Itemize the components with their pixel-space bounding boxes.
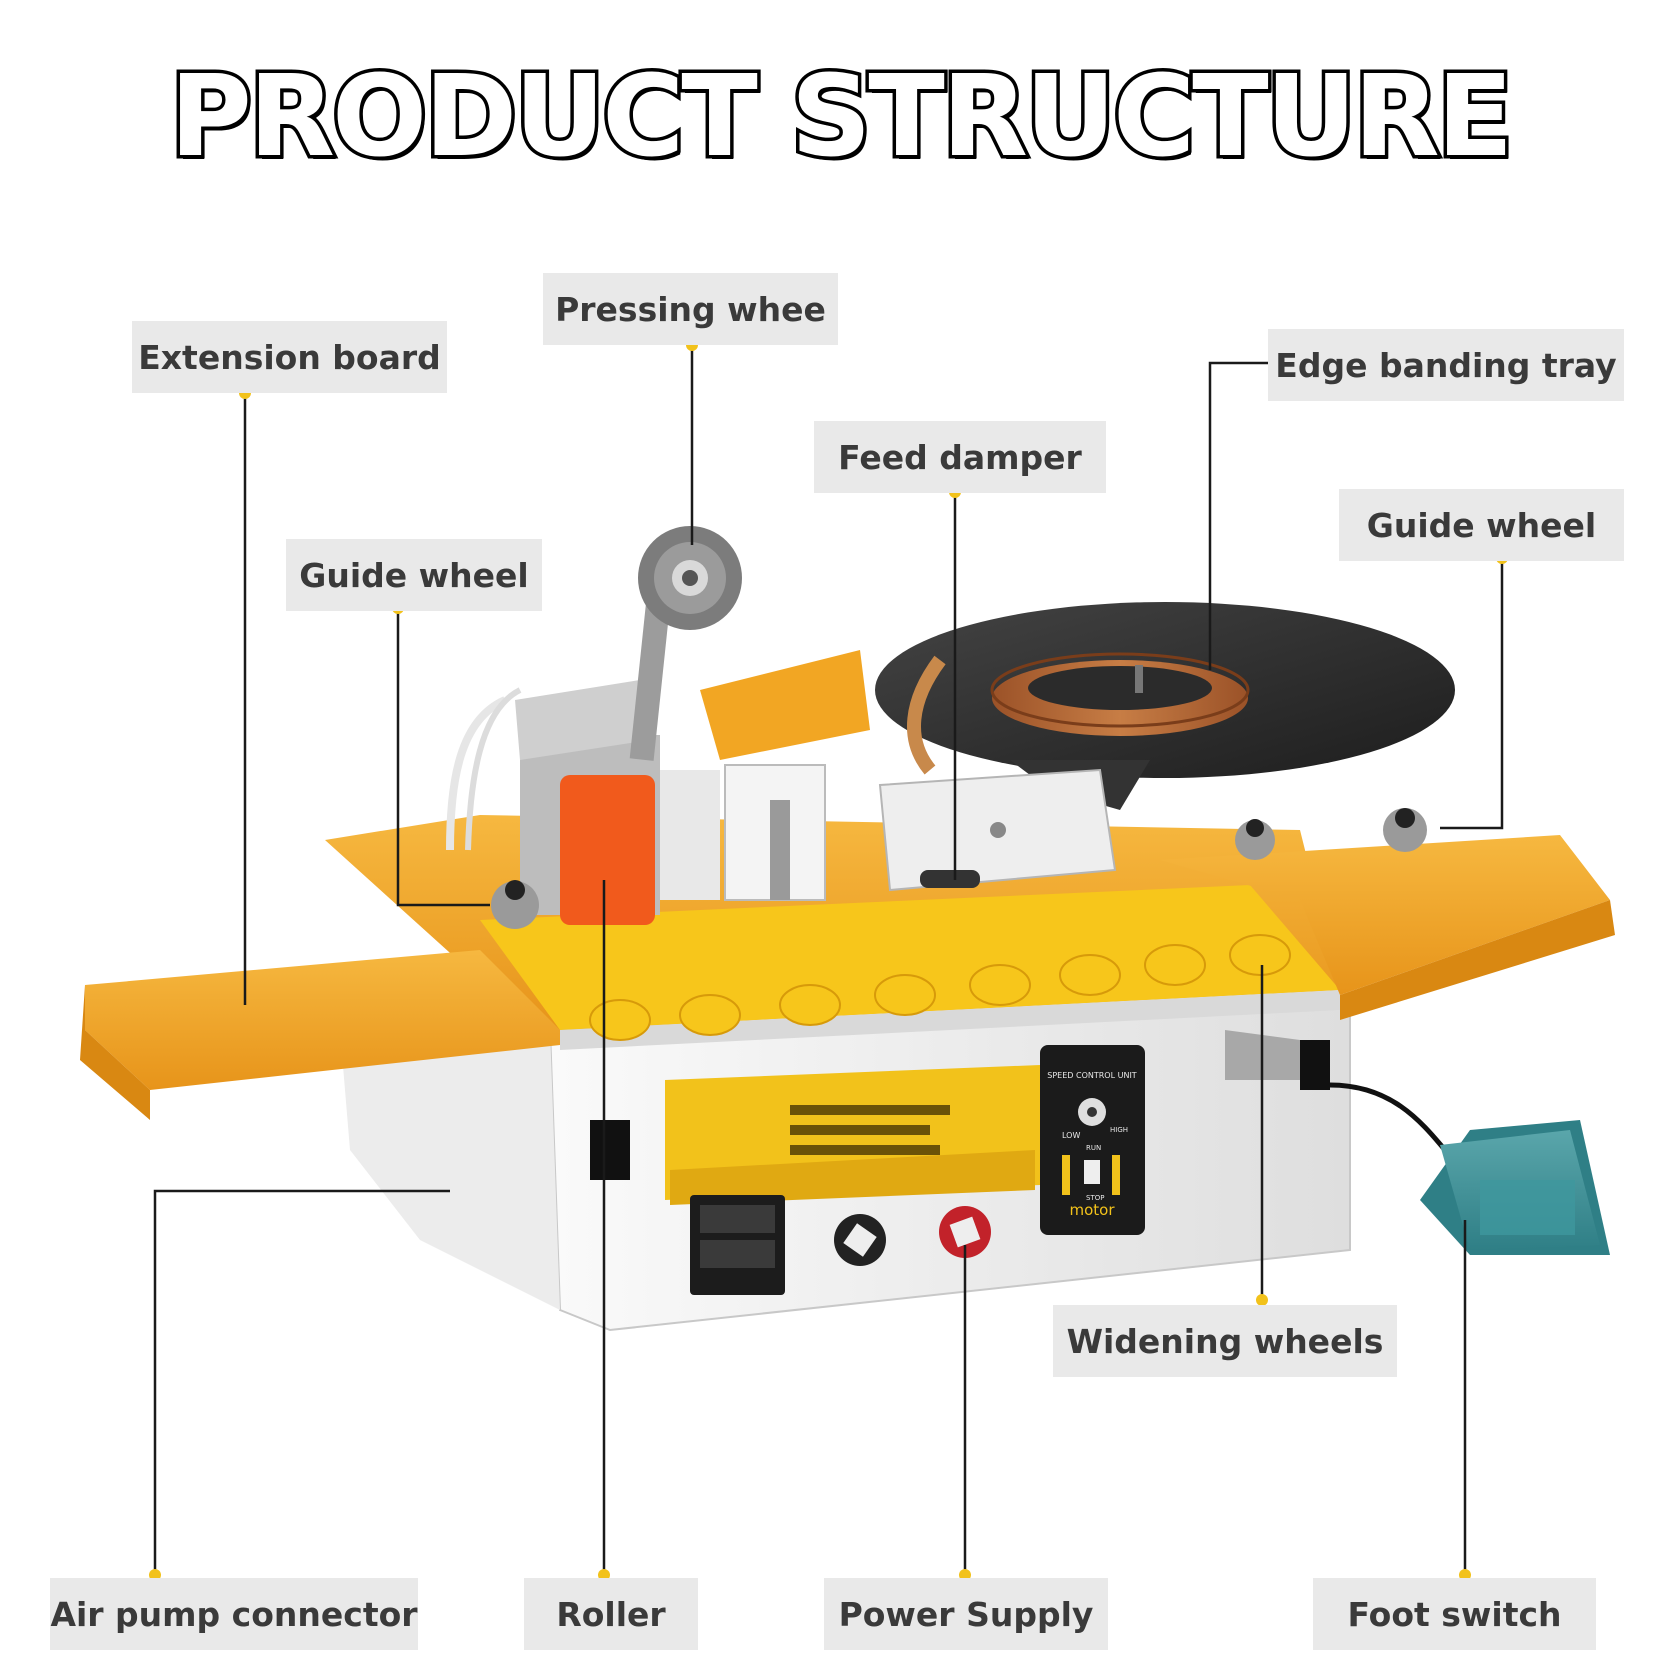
foot-switch xyxy=(1420,1120,1610,1255)
roller-assembly xyxy=(446,650,870,925)
speed-low-label: LOW xyxy=(1062,1131,1080,1140)
speed-unit-label: SPEED CONTROL UNIT xyxy=(1047,1071,1137,1080)
left-extension-board xyxy=(80,950,560,1120)
label-extension-board: Extension board xyxy=(132,321,447,393)
label-pressing-wheel: Pressing whee xyxy=(543,273,838,345)
edge-banding-tray xyxy=(875,602,1455,810)
glue-roller xyxy=(560,775,655,925)
right-extension-board xyxy=(1160,835,1615,1020)
run-label: RUN xyxy=(1086,1144,1101,1152)
leader-lines xyxy=(153,345,1504,1575)
label-roller: Roller xyxy=(524,1578,698,1650)
machine-body xyxy=(340,998,1351,1332)
label-power-supply: Power Supply xyxy=(824,1578,1108,1650)
label-foot-switch: Foot switch xyxy=(1313,1578,1596,1650)
page-title: PRODUCT STRUCTURE xyxy=(166,49,1517,186)
label-air-pump-connector: Air pump connector xyxy=(50,1578,418,1650)
label-guide-wheel-left: Guide wheel xyxy=(286,539,542,611)
label-edge-banding-tray: Edge banding tray xyxy=(1268,329,1624,401)
pressing-wheel xyxy=(629,526,742,761)
feed-damper xyxy=(878,768,1117,892)
label-feed-damper: Feed damper xyxy=(814,421,1106,493)
speed-high-label: HIGH xyxy=(1110,1126,1128,1134)
speed-control-unit: SPEED CONTROL UNIT LOW HIGH RUN STOP mot… xyxy=(1040,1045,1145,1235)
stop-label: STOP xyxy=(1086,1194,1104,1202)
label-widening-wheels: Widening wheels xyxy=(1053,1305,1397,1377)
label-guide-wheel-right: Guide wheel xyxy=(1339,489,1624,561)
guide-wheel-left-knob xyxy=(491,881,539,929)
guide-wheel-right-knob xyxy=(1383,808,1427,852)
motor-label: motor xyxy=(1069,1201,1115,1219)
